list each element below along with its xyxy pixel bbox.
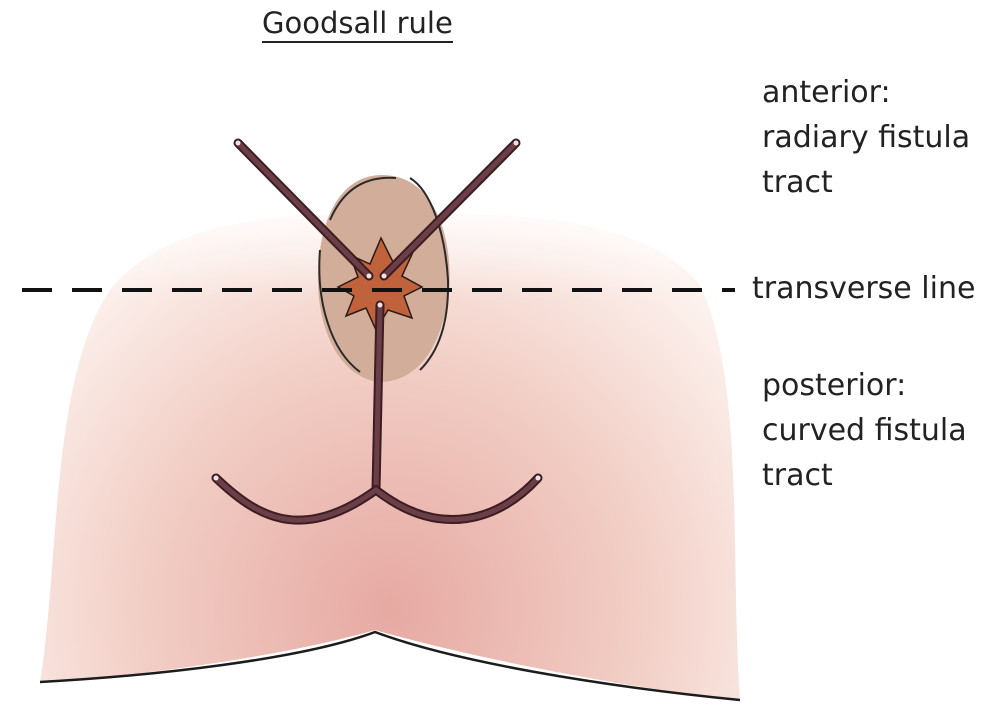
anterior-label-line: anterior: bbox=[762, 70, 970, 115]
posterior-label-line: curved fistula bbox=[762, 408, 967, 453]
posterior-label-line: posterior: bbox=[762, 363, 967, 408]
anterior-label-line: tract bbox=[762, 160, 970, 205]
posterior-label-line: tract bbox=[762, 453, 967, 498]
anterior-label-line: radiary fistula bbox=[762, 115, 970, 160]
transverse-line-label: transverse line bbox=[752, 269, 975, 309]
posterior-label: posterior: curved fistula tract bbox=[762, 363, 967, 498]
anterior-label: anterior: radiary fistula tract bbox=[762, 70, 970, 205]
diagram-title: Goodsall rule bbox=[262, 6, 453, 43]
